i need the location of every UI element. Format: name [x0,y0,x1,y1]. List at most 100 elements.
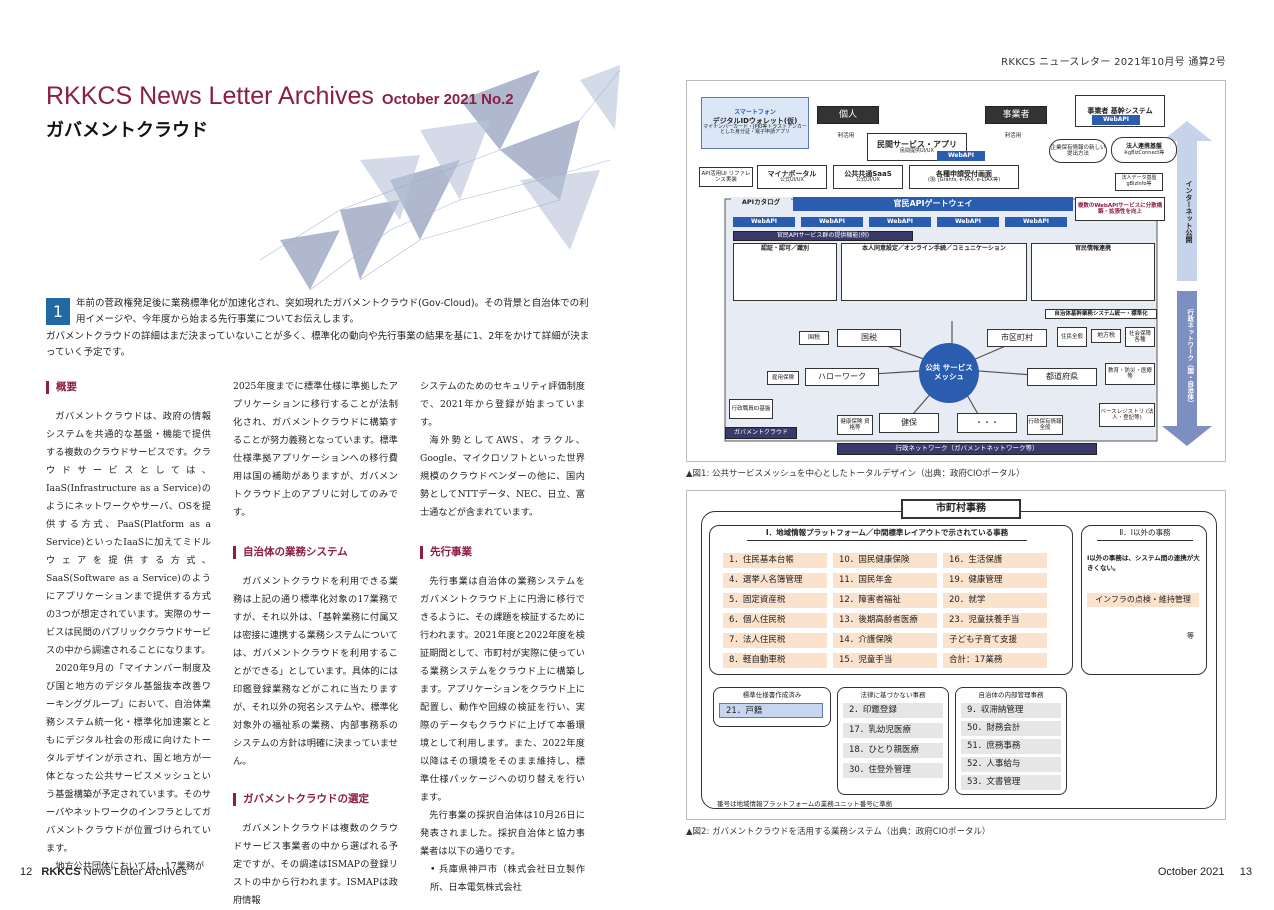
api-group-label: 官民APIサービス群の提供機能(例) [733,231,913,241]
c3-item: 20．就学 [943,593,1047,608]
column-1: 概要 ガバメントクラウドは、政府の情報システムを共通的な基盤・機能で提供する複数… [46,381,211,876]
fig2-g3-title: 自治体の内部管理事務 [978,691,1044,699]
g3-item: 53．文書管理 [961,775,1061,790]
fig2-infra: インフラの点検・維持管理 [1087,593,1199,607]
gov-cloud-label: ガバメントクラウド [725,427,797,439]
col2-para2: ガバメントクラウドは複数のクラウドサービス事業者の中から選ばれる予定ですが、その… [233,823,398,906]
myna-sub: 公式UI/UX [780,177,804,184]
riyou-label-1: 利活用 [835,131,857,141]
c2-item: 11．国民年金 [833,573,937,588]
figure-2: 市町村事務 Ⅰ．地域情報プラットフォーム／中間標準レイアウトで示されている事務 … [686,490,1226,820]
fig2-sec1-frame [709,525,1073,675]
smartphone-label: スマートフォン [734,108,776,116]
col3-para0: システムのためのセキュリティ評価制度で、2021年から登録が始まっています。 [420,381,585,428]
chihozei-box: 地方税 [1091,329,1121,343]
c2-item: 15．児童手当 [833,653,937,668]
fig2-g2-title: 法律に基づかない事務 [860,691,926,699]
col3-para2: 先行事業の採択自治体は10月26日に発表されました。採択自治体と協力事業者は以下… [420,810,585,857]
fig2-sec2-title: Ⅱ．Ⅰ以外の事務 [1097,527,1193,541]
webapi-5: WebAPI [1005,217,1067,227]
col2-para1: ガバメントクラウドを利用できる業務は上記の通り標準化対象の17業務ですが、それ以… [233,576,398,767]
column-3: システムのためのセキュリティ評価制度で、2021年から登録が始まっています。 海… [420,378,585,897]
footer-brand: RKKCS [41,866,81,878]
page-subtitle: ガバメントクラウド [46,120,208,141]
internet-label: インターネット公開 [1185,179,1194,243]
fig2-title: 市町村事務 [901,499,1021,519]
g3-item: 52．人事給与 [961,757,1061,772]
shinsei-label: 各種申請受付画面 [935,170,992,179]
gyosei-hoyu-box: 行政保有情報全般 [1027,415,1063,435]
column-2: 2025年度までに標準仕様に準拠したアプリケーションに移行することが法制化され、… [233,378,398,910]
c1-item: 6．個人住民税 [723,613,827,628]
fig2-note: 番号は地域情報プラットフォームの業務ユニット番号に準拠 [717,800,893,808]
minkan-label: 民間サービス・アプリ [877,139,957,149]
fig2-sec2-frame [1081,525,1207,675]
gyosei-net-vertical: 行政ネットワーク（国・自治体） [1185,309,1194,407]
webapi-3: WebAPI [869,217,931,227]
g2-item: 17．乳幼児医療 [843,723,943,738]
myna-label: マイナポータル [767,170,817,179]
col3-bullet: • 兵庫県神戸市（株式会社日立製作所、日本電気株式会社 [430,864,586,893]
kenpo-box: 住民全般 [1057,327,1087,347]
webapi-2: WebAPI [801,217,863,227]
fig2-g1-frame [713,687,831,727]
gyosei-id-box: 行政職員ID基盤 [729,399,773,419]
webapi-1: WebAPI [733,217,795,227]
col1-para3: 地方公共団体においては、17業務が [55,861,205,872]
myna-box: マイナポータル公式UI/UX [757,165,827,189]
shinsei-box: 各種申請受付画面(現: jGrants, e-TAX, e-LTAX等) [909,165,1019,189]
figure-2-caption-text: 図2: ガバメントクラウドを活用する業務システム（出典：政府CIOポータル） [692,827,991,837]
g3-item: 9．収滞納管理 [961,703,1061,718]
multi-webapi-box: 複数のWebAPIサービスに分散構築・拡張性を向上 [1075,197,1165,221]
jichitai-std-label: 自治体基幹業務システム統一・標準化 [1045,309,1157,319]
c2-item: 14．介護保険 [833,633,937,648]
intro-line2: ガバメントクラウドの詳細はまだ決まっていないことが多く、標準化の動向や先行事業の… [46,331,590,358]
fig2-sec2-note: Ⅰ以外の事務は、システム間の連携が大きくない。 [1087,554,1200,572]
gateway-bar: 官民APIゲートウェイ [793,197,1073,211]
section-heading-overview: 概要 [46,381,211,394]
jigyosha-box: 事業者 [985,106,1047,124]
shakai-box: 社会保障 各種 [1125,327,1155,347]
houjin-label: 法人連携基盤 [1125,142,1162,150]
c1-item: 7．法人住民税 [723,633,827,648]
fig2-g2-frame [837,687,949,795]
col2-para0: 2025年度までに標準仕様に準拠したアプリケーションに移行することが法制化され、… [233,381,398,518]
hello-box: ハローワーク [805,368,879,386]
houjin-box: 法人連携基盤※gBizConnect等 [1111,137,1177,163]
intro-number: 1 [46,298,70,325]
dots-box: ・・・ [957,413,1017,433]
catalog-label: APIカタログ [731,197,791,209]
kokuzei-small: 国税 [799,331,829,345]
title-issue: October 2021 No.2 [381,91,514,108]
base-reg-box: ベースレジストリ (法人・登記等) [1099,403,1155,427]
g1-item: 21．戸籍 [719,703,823,718]
g2-item: 2．印鑑登録 [843,703,943,718]
figure-1-caption-text: 図1: 公共サービスメッシュを中心としたトータルデザイン（出典：政府CIOポータ… [692,469,1025,479]
col3-para0b: 海外勢としてAWS、オラクル、Google、マイクロソフトといった世界規模のクラ… [420,435,585,518]
kojin-box: 個人 [817,106,879,124]
col3-bullet-text: 兵庫県神戸市（株式会社日立製作所、日本電気株式会社 [430,864,586,893]
shikuchoson-box: 市区町村 [987,329,1047,347]
fig2-g3-frame [955,687,1067,795]
wallet-sub: マイナンバーカード・JPKI等トラストアンカーとした身分証・電子申請アプリ [703,123,807,136]
c1-item: 1．住民基本台帳 [723,553,827,568]
footer-brand-sub: News Letter Archives [83,866,187,878]
saas-label: 公共共通SaaS [844,170,892,179]
riyou-label-2: 利活用 [1002,131,1024,141]
section-heading-local-systems: 自治体の業務システム [233,546,398,559]
footer-right: October 2021 13 [1158,866,1252,878]
todofuken-box: 都道府県 [1027,368,1097,386]
webapi-minkan: WebAPI [937,151,985,161]
page-number-left: 12 [20,866,33,878]
col1-para1: ガバメントクラウドは、政府の情報システムを共通的な基盤・機能で提供する複数のクラ… [46,411,212,656]
saas-sub: 公式UI/UX [856,177,880,184]
page-number-right: 13 [1239,866,1252,878]
figure-1-caption: ▲図1: 公共サービスメッシュを中心としたトータルデザイン（出典：政府CIOポー… [686,469,1025,479]
figure-1: スマートフォンデジタルIDウォレット(仮)マイナンバーカード・JPKI等トラスト… [686,80,1226,462]
footer-left: 12 RKKCS News Letter Archives [20,866,187,878]
g2-item: 30．住登外管理 [843,763,943,778]
fig2-g1-title: 標準仕様書作成済み [742,691,802,699]
section-heading-pilot: 先行事業 [420,546,585,559]
kenpo2-box: 健保 [879,413,939,433]
